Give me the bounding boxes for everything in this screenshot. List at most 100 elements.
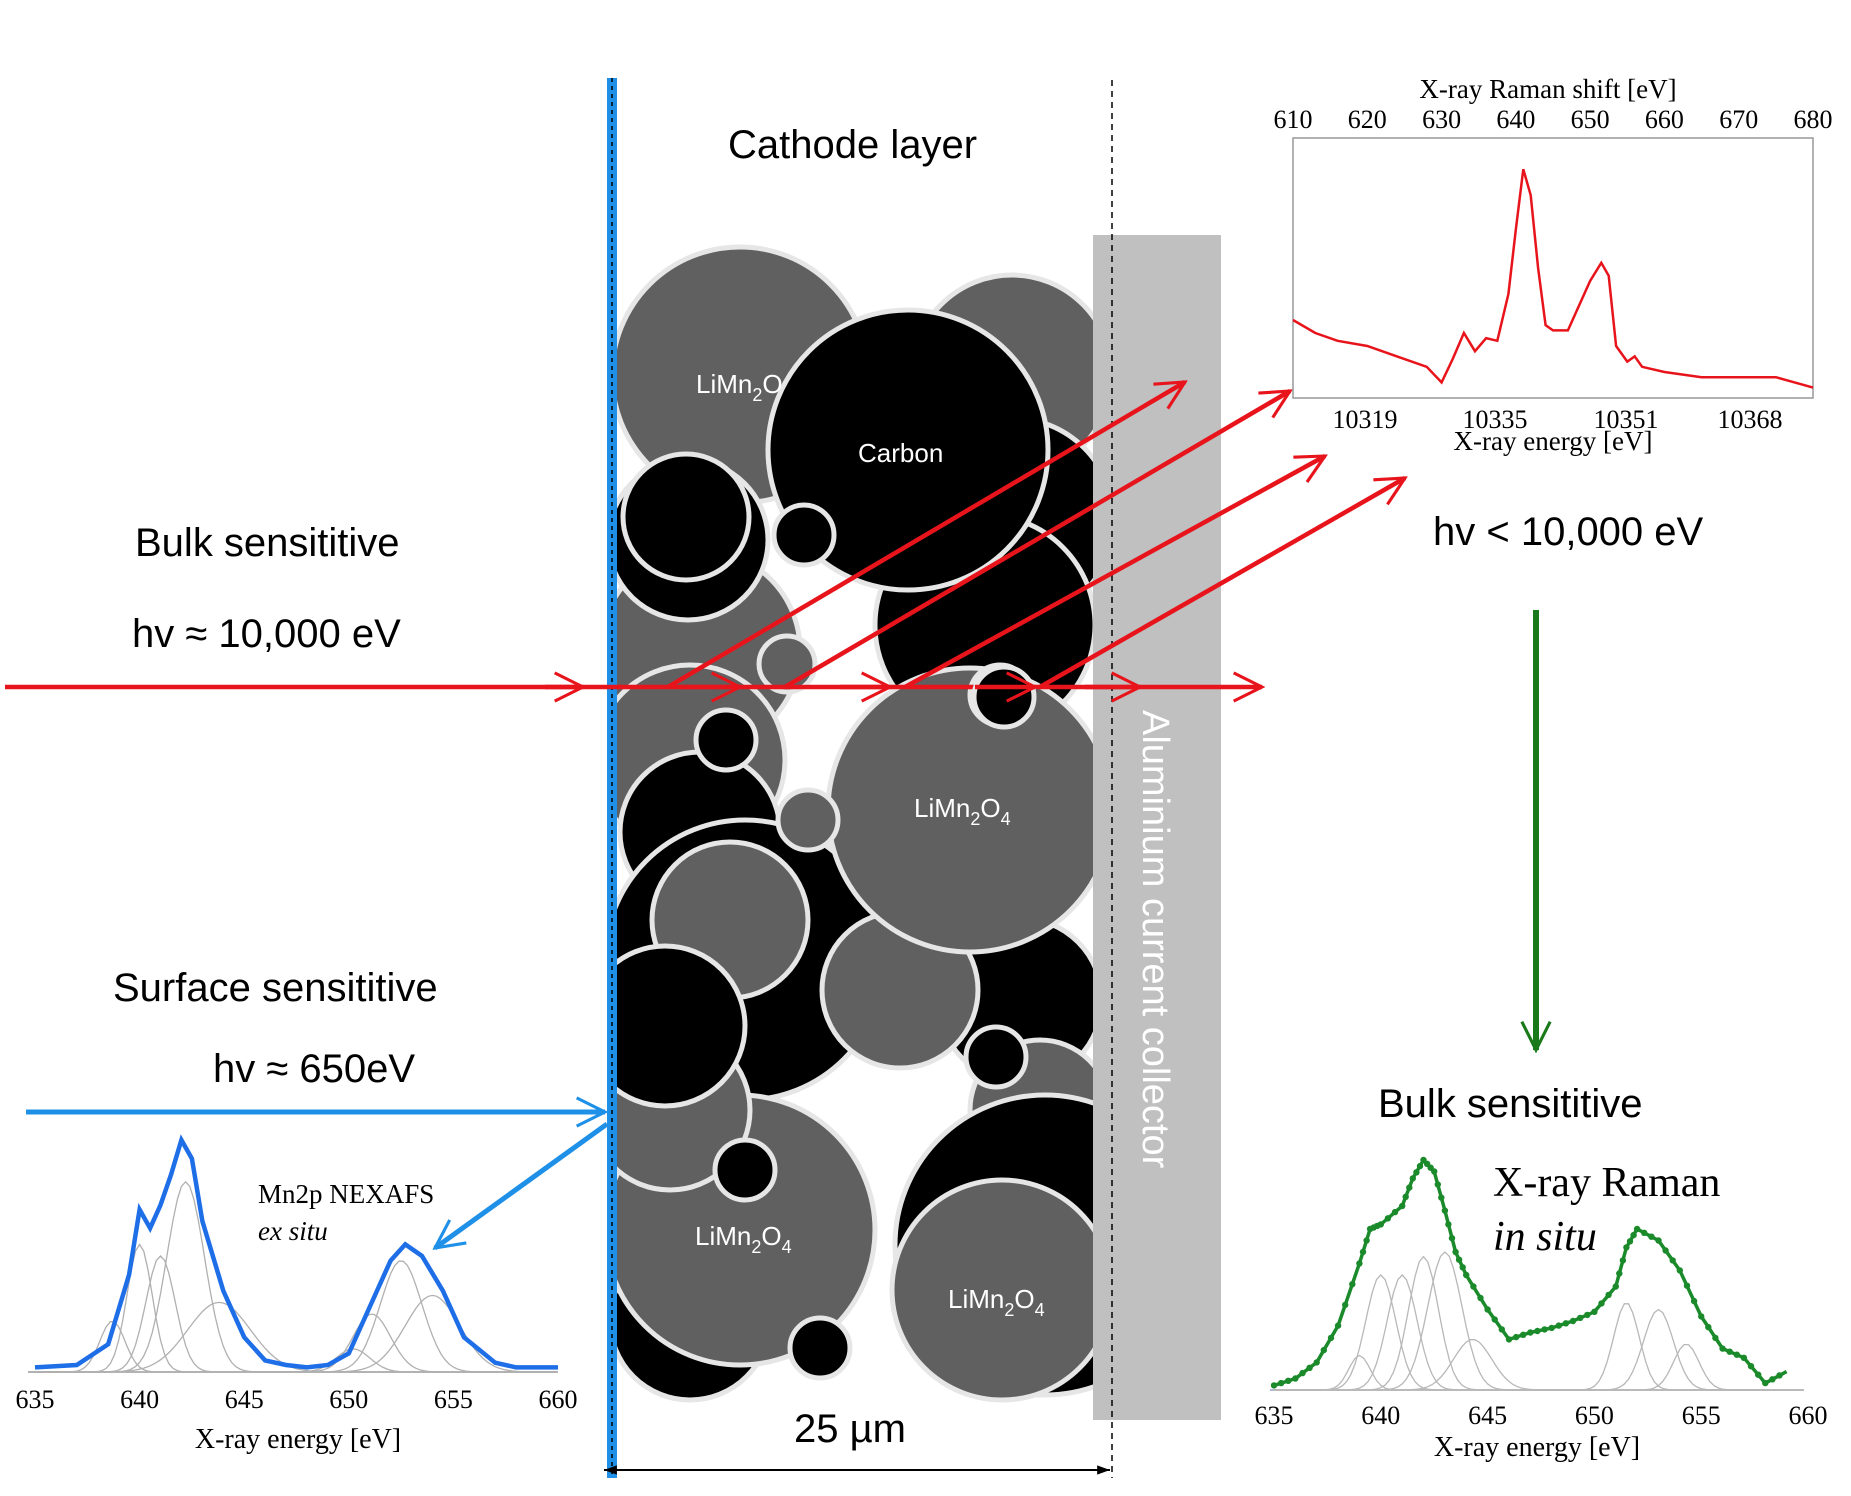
data-point — [1434, 1181, 1442, 1188]
data-point — [1520, 1331, 1527, 1339]
data-point — [1633, 1225, 1641, 1233]
particle-carbon — [612, 943, 748, 1109]
fit-component — [35, 1301, 554, 1373]
fit-components — [1274, 1251, 1804, 1391]
data-point — [1512, 1333, 1520, 1341]
data-point — [1527, 1329, 1534, 1336]
tick-label: 10319 — [1333, 405, 1398, 434]
data-point — [1363, 1237, 1370, 1244]
data-point — [1623, 1244, 1630, 1251]
particle-carbon-small — [771, 502, 837, 568]
data-point — [1591, 1308, 1598, 1316]
emitted-energy: hv < 10,000 eV — [1433, 510, 1704, 554]
data-point — [1459, 1264, 1466, 1271]
fit-component — [35, 1260, 554, 1373]
data-point — [1577, 1314, 1584, 1322]
fit-component — [35, 1243, 554, 1373]
label-carbon: Carbon — [858, 438, 943, 468]
data-point — [1349, 1281, 1356, 1288]
tick-label: 660 — [1789, 1401, 1828, 1430]
tick-label: 610 — [1274, 105, 1313, 134]
data-point — [1406, 1184, 1413, 1191]
label-lmo: LiMn2O4 — [695, 1221, 792, 1257]
tick-label: 620 — [1348, 105, 1387, 134]
tick-label: 645 — [1468, 1401, 1507, 1430]
tick-label: 660 — [1645, 105, 1684, 134]
tick-label: 650 — [1571, 105, 1610, 134]
data-point — [1431, 1168, 1438, 1175]
tick-label: 630 — [1422, 105, 1461, 134]
data-point — [1698, 1313, 1705, 1320]
data-point — [1769, 1376, 1776, 1383]
data-point — [1505, 1336, 1513, 1343]
data-point — [1416, 1162, 1424, 1170]
particle-lmo — [889, 1177, 1112, 1403]
x-axis-label: X-ray energy [eV] — [1434, 1432, 1640, 1463]
data-point — [1598, 1300, 1605, 1307]
data-point — [1562, 1320, 1570, 1327]
nexafs-arrow — [435, 1121, 609, 1248]
data-point — [1463, 1271, 1470, 1279]
fit-component — [1274, 1343, 1804, 1391]
data-point — [1327, 1334, 1335, 1342]
data-point — [1683, 1282, 1691, 1289]
data-point — [1377, 1221, 1385, 1228]
data-point — [1452, 1248, 1459, 1256]
particle-carbon-small — [787, 1315, 853, 1381]
particle-carbon-small — [693, 707, 759, 773]
label-lmo: LiMn2O — [696, 369, 783, 405]
data-point — [1733, 1351, 1741, 1358]
data-point — [1306, 1364, 1313, 1372]
data-point — [1541, 1326, 1548, 1333]
data-point — [1384, 1215, 1392, 1222]
data-point — [1313, 1359, 1320, 1366]
x-axis-label: X-ray energy [eV] — [195, 1424, 401, 1455]
particle-carbon — [765, 307, 1051, 593]
data-point — [1277, 1379, 1285, 1387]
top-axis-label: X-ray Raman shift [eV] — [1419, 74, 1676, 104]
thickness-label: 25 µm — [794, 1407, 906, 1451]
data-point — [1641, 1229, 1648, 1237]
data-point — [1676, 1267, 1684, 1274]
data-point — [1762, 1379, 1769, 1387]
label-lmo: LiMn2O4 — [914, 793, 1011, 829]
data-point — [1662, 1247, 1669, 1254]
tick-label: 10368 — [1718, 405, 1783, 434]
data-point — [1740, 1354, 1748, 1362]
tick-label: 10351 — [1594, 405, 1659, 434]
data-point — [1776, 1372, 1783, 1379]
scattered-beam — [1038, 476, 1405, 689]
bulk-energy-left: hv ≈ 10,000 eV — [132, 612, 401, 656]
blue-beams — [26, 1112, 609, 1248]
tick-label: 635 — [16, 1385, 55, 1414]
nexafs-spectrum-line — [34, 1134, 558, 1370]
bulk-title-left: Bulk sensititive — [135, 521, 400, 565]
data-point — [1413, 1169, 1420, 1176]
data-point — [1320, 1346, 1328, 1354]
tick-label: 670 — [1719, 105, 1758, 134]
surface-energy-left: hv ≈ 650eV — [213, 1047, 415, 1091]
particle-carbon-small — [963, 1024, 1029, 1090]
raman-sublabel: in situ — [1493, 1214, 1597, 1260]
scattered-beam — [903, 454, 1325, 689]
tick-label: 650 — [1575, 1401, 1614, 1430]
data-point — [1726, 1348, 1733, 1355]
data-point — [1712, 1334, 1719, 1342]
data-point — [1299, 1369, 1306, 1377]
chart-frame — [1292, 137, 1814, 399]
data-points — [1270, 1156, 1783, 1389]
data-point — [1669, 1257, 1676, 1264]
data-point — [1342, 1301, 1349, 1309]
nexafs-label: Mn2p NEXAFS — [258, 1179, 434, 1209]
bulk-title-right: Bulk sensititive — [1378, 1082, 1643, 1126]
particle-lmo-small — [775, 787, 841, 853]
data-point — [1455, 1256, 1463, 1263]
nexafs-sublabel: ex situ — [258, 1216, 328, 1246]
tick-label: 655 — [434, 1385, 473, 1414]
